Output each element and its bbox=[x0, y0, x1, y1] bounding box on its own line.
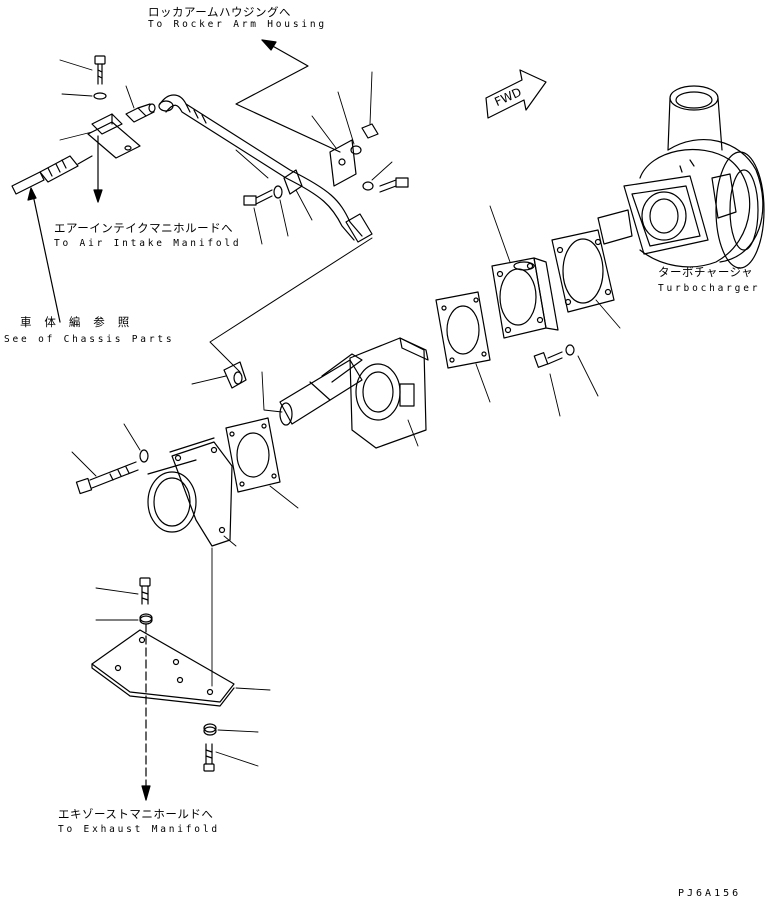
to-chassis-arrow bbox=[28, 188, 60, 322]
pipe-clamp bbox=[284, 170, 302, 194]
turbo-outlet-gasket bbox=[552, 230, 614, 312]
washer-adapter bbox=[566, 345, 574, 355]
chassis-label-en: See of Chassis Parts bbox=[4, 334, 175, 345]
leader-lines-top-left bbox=[60, 60, 134, 140]
bolt-adapter bbox=[534, 352, 562, 367]
to-exhaust-arrow bbox=[142, 624, 150, 800]
pipe-to-elbow-line bbox=[210, 238, 372, 372]
exhaust-elbow-pipe bbox=[148, 438, 232, 546]
chassis-label-jp: 車 体 編 参 照 bbox=[20, 315, 133, 329]
turbocharger-label-jp: ターボチャージャ bbox=[658, 265, 754, 279]
to-intake-arrow bbox=[94, 136, 102, 202]
long-bolt-elbow bbox=[76, 462, 138, 494]
nut-plate-top bbox=[140, 614, 152, 624]
exhaust-label-en: To Exhaust Manifold bbox=[58, 824, 220, 835]
oil-feed-pipe bbox=[159, 95, 372, 242]
turbocharger-label-en: Turbocharger bbox=[658, 283, 761, 294]
to-rocker-arm-arrow bbox=[236, 40, 340, 152]
washer-upper-right bbox=[351, 146, 361, 154]
pipe-bracket bbox=[330, 140, 356, 186]
adapter-flange bbox=[492, 258, 558, 338]
leader-lines-valve bbox=[192, 372, 282, 412]
intake-label-jp: エアーインテイクマニホルードへ bbox=[54, 221, 234, 235]
sensor-connector bbox=[12, 156, 92, 194]
gasket-middle bbox=[436, 292, 490, 368]
support-bracket-plate bbox=[92, 630, 234, 706]
mounting-bracket bbox=[88, 114, 140, 158]
washer-pipe-right bbox=[363, 182, 373, 190]
bolt-pipe-left bbox=[244, 190, 272, 205]
bolt-plate-top bbox=[140, 578, 150, 604]
rocker-arm-label-en: To Rocker Arm Housing bbox=[148, 19, 327, 30]
nut-upper-right bbox=[362, 124, 378, 138]
union-fitting bbox=[126, 104, 155, 122]
exhaust-brake-valve bbox=[350, 338, 428, 448]
leader-lines-pipe bbox=[236, 72, 392, 244]
intake-label-en: To Air Intake Manifold bbox=[54, 238, 242, 249]
nut-plate-bottom bbox=[204, 724, 216, 735]
exhaust-label-jp: エキゾーストマニホールドへ bbox=[58, 807, 214, 821]
bolt-plate-bottom bbox=[204, 744, 214, 771]
turbocharger bbox=[598, 86, 764, 268]
gasket-lower-left bbox=[226, 418, 280, 492]
rocker-arm-label-jp: ロッカアームハウジングへ bbox=[148, 5, 291, 19]
leader-lines-lower bbox=[72, 206, 620, 766]
bolt-top-left bbox=[95, 56, 105, 84]
bolt-pipe-right bbox=[380, 178, 408, 192]
drawing-code: PJ6A156 bbox=[678, 888, 742, 899]
washer-elbow bbox=[140, 450, 148, 462]
washer-top-left bbox=[94, 93, 106, 99]
brake-actuator-cylinder bbox=[280, 354, 362, 425]
fwd-arrow-marker bbox=[486, 70, 546, 118]
washer-pipe-left bbox=[274, 186, 282, 198]
elbow-fitting bbox=[224, 362, 246, 388]
